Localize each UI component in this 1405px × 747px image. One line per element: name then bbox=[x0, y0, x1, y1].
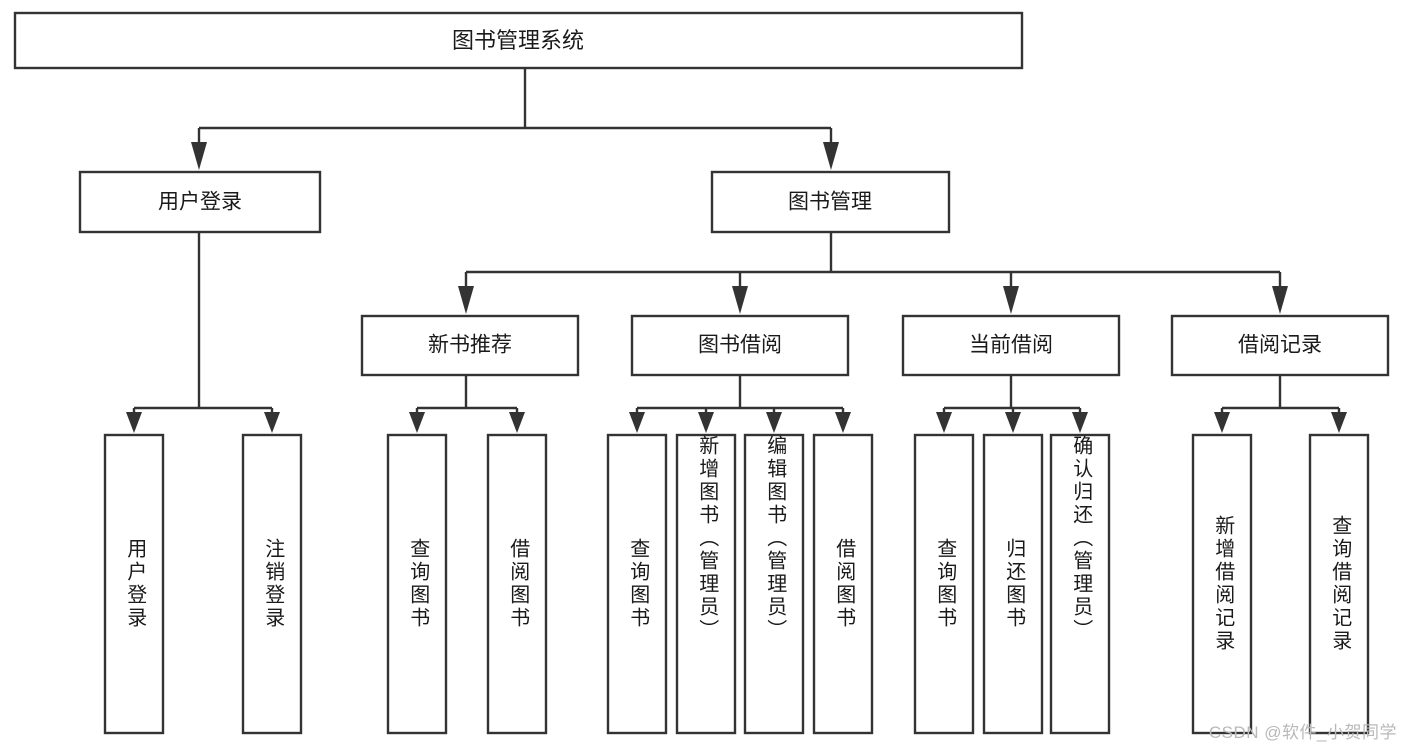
leaf-box-edit-book-admin[interactable] bbox=[743, 433, 805, 735]
node-root-system[interactable]: 图书管理系统 bbox=[13, 11, 1024, 70]
leaf-box-return-book[interactable] bbox=[982, 433, 1044, 735]
arrowhead-br-leaf-1 bbox=[1214, 412, 1230, 433]
arrowhead-leaf-user-login bbox=[126, 412, 142, 433]
arrowhead-nb-leaf-1 bbox=[409, 412, 425, 433]
node-user-login-box[interactable] bbox=[78, 170, 322, 234]
arrowhead-bb-leaf-2 bbox=[698, 412, 714, 433]
leaf-box-logout[interactable] bbox=[241, 433, 303, 735]
arrowhead-nb-leaf-2 bbox=[509, 412, 525, 433]
node-book-management-label: 图书管理 bbox=[788, 191, 872, 214]
node-user-login-label: 用户登录 bbox=[158, 191, 242, 214]
node-current-borrow-box[interactable] bbox=[901, 314, 1121, 377]
arrowhead-current-borrow bbox=[1003, 286, 1019, 314]
connector-group-root-to-level2 bbox=[191, 68, 839, 170]
arrowhead-new-book-rec bbox=[458, 286, 474, 314]
leaf-box-query-book-cb[interactable] bbox=[913, 433, 975, 735]
node-book-borrow[interactable]: 图书借阅 bbox=[630, 314, 850, 377]
arrowhead-bb-leaf-4 bbox=[835, 412, 851, 433]
node-new-book-recommend-label: 新书推荐 bbox=[428, 334, 512, 357]
leaf-box-add-book-admin[interactable] bbox=[675, 433, 737, 735]
node-root-label: 图书管理系统 bbox=[452, 28, 584, 53]
node-book-borrow-label: 图书借阅 bbox=[698, 334, 782, 357]
node-book-borrow-box[interactable] bbox=[630, 314, 850, 377]
node-book-management-box[interactable] bbox=[710, 170, 951, 234]
arrowhead-bb-leaf-1 bbox=[629, 412, 645, 433]
node-new-book-recommend-box[interactable] bbox=[360, 314, 580, 377]
node-current-borrow[interactable]: 当前借阅 bbox=[901, 314, 1121, 377]
node-current-borrow-label: 当前借阅 bbox=[969, 334, 1053, 357]
arrowhead-book-borrow bbox=[732, 286, 748, 314]
arrowhead-borrow-record bbox=[1272, 286, 1288, 314]
connector-group-bookborrow-to-leaves bbox=[629, 375, 851, 433]
leaf-box-borrow-book-bb[interactable] bbox=[812, 433, 874, 735]
arrowhead-cb-leaf-2 bbox=[1005, 412, 1021, 433]
arrowhead-bb-leaf-3 bbox=[766, 412, 782, 433]
leaf-box-borrow-book-nb[interactable] bbox=[486, 433, 548, 735]
leaf-box-query-borrow-record[interactable] bbox=[1308, 433, 1370, 735]
leaf-box-query-book-nb[interactable] bbox=[386, 433, 448, 735]
leaf-box-confirm-return-admin[interactable] bbox=[1049, 433, 1111, 735]
connector-group-userlogin-to-leaves bbox=[126, 232, 280, 433]
node-user-login[interactable]: 用户登录 bbox=[78, 170, 322, 234]
node-borrow-record-label: 借阅记录 bbox=[1238, 334, 1322, 357]
connector-group-bookmanage-to-level3 bbox=[458, 232, 1288, 314]
arrowhead-cb-leaf-3 bbox=[1072, 412, 1088, 433]
arrowhead-cb-leaf-1 bbox=[936, 412, 952, 433]
arrowhead-br-leaf-2 bbox=[1331, 412, 1347, 433]
leaf-box-query-book-bb[interactable] bbox=[606, 433, 668, 735]
csdn-watermark: CSDN @软件_小贺同学 bbox=[1208, 723, 1397, 742]
node-borrow-record[interactable]: 借阅记录 bbox=[1170, 314, 1390, 377]
node-book-management[interactable]: 图书管理 bbox=[710, 170, 951, 234]
connector-group-newbook-to-leaves bbox=[409, 375, 525, 433]
connector-group-borrowrecord-to-leaves bbox=[1214, 375, 1347, 433]
node-root-box[interactable] bbox=[13, 11, 1024, 70]
arrowhead-book-manage bbox=[823, 142, 839, 170]
leaf-box-user-login[interactable] bbox=[103, 433, 165, 735]
leaf-box-add-borrow-record[interactable] bbox=[1191, 433, 1253, 735]
node-new-book-recommend[interactable]: 新书推荐 bbox=[360, 314, 580, 377]
node-borrow-record-box[interactable] bbox=[1170, 314, 1390, 377]
connector-group-currentborrow-to-leaves bbox=[936, 375, 1088, 433]
arrowhead-leaf-logout bbox=[264, 412, 280, 433]
arrowhead-user-login bbox=[191, 142, 207, 170]
